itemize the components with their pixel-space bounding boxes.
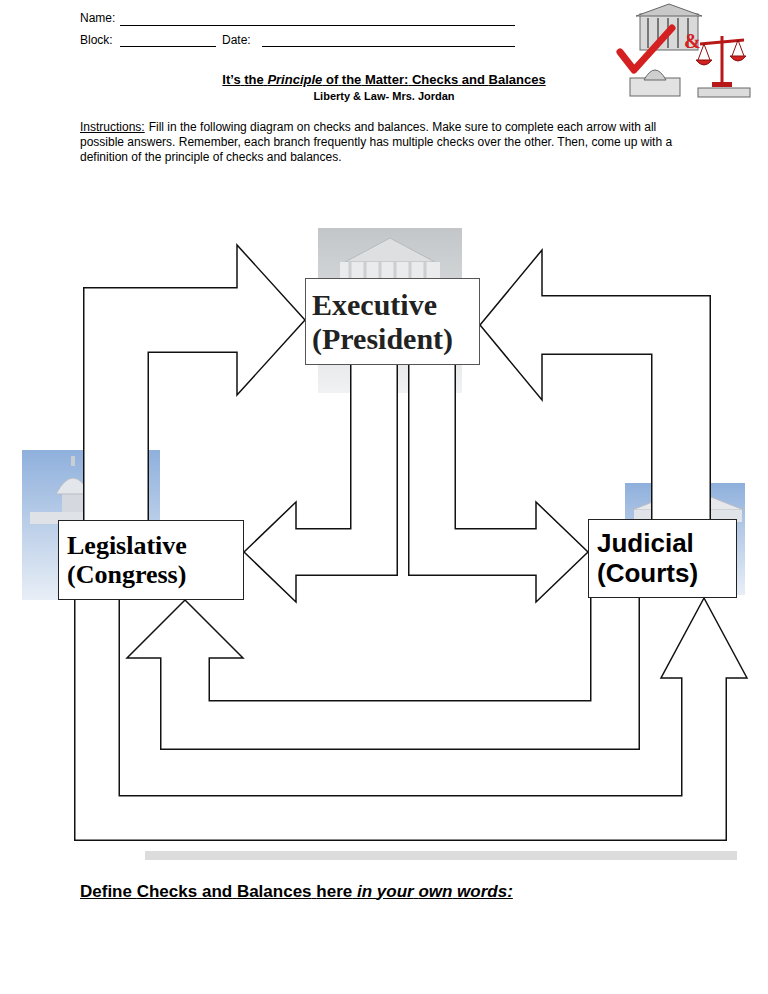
arrow-shaft-fill xyxy=(432,365,538,552)
word: Define xyxy=(80,882,132,901)
node-text-stack: Legislative (Congress) xyxy=(67,531,235,589)
hollow-arrow xyxy=(480,250,681,519)
word: the xyxy=(244,72,264,87)
fill-line xyxy=(262,46,515,47)
instructions-text: Fill in the following diagram on checks … xyxy=(80,120,672,164)
instructions-heading: Instructions: xyxy=(80,120,145,134)
word: words: xyxy=(457,882,513,901)
arrow-shaft-outline xyxy=(97,600,704,818)
word: Checks xyxy=(412,72,458,87)
node-text-stack: Judicial (Courts) xyxy=(597,529,728,587)
arrow-shaft-fill xyxy=(540,325,681,519)
word: It’s xyxy=(222,72,240,87)
word: Matter: xyxy=(365,72,408,87)
arrow-head xyxy=(237,245,305,395)
branch-box: Legislative (Congress) xyxy=(58,520,244,600)
branch-name: Legislative (Congress) xyxy=(67,531,235,589)
word: Balances xyxy=(489,72,546,87)
word: in xyxy=(357,882,372,901)
arrow-head xyxy=(536,502,588,602)
text-label: Date: xyxy=(222,33,251,47)
arrow-head xyxy=(127,600,243,658)
text-label: Liberty & Law- Mrs. Jordan xyxy=(0,90,768,102)
fill-line xyxy=(120,46,216,47)
arrow-shaft-fill xyxy=(116,320,239,520)
text-label: Name: xyxy=(80,11,115,25)
branch-name: Executive (President) xyxy=(312,288,473,355)
text-label: & xyxy=(684,30,701,53)
word: Balances xyxy=(237,882,312,901)
arrow-head xyxy=(244,502,296,602)
logo-icon xyxy=(620,4,750,97)
branch-name: Judicial (Courts) xyxy=(597,529,728,587)
arrow-shaft-outline xyxy=(185,598,615,725)
branch-box: Judicial (Courts) xyxy=(588,519,737,598)
text-label: Block: xyxy=(80,33,113,47)
instructions-block: Instructions:Fill in the following diagr… xyxy=(80,120,700,165)
hollow-arrow xyxy=(116,245,305,520)
hollow-arrow xyxy=(97,598,747,818)
arrow-shaft-fill xyxy=(185,598,615,725)
arrow-head xyxy=(661,598,747,678)
arrow-head xyxy=(480,250,542,400)
arrow-shaft-fill xyxy=(294,365,374,552)
word: the xyxy=(342,72,362,87)
fill-line xyxy=(120,25,515,26)
word: here xyxy=(316,882,352,901)
word: Checks xyxy=(137,882,197,901)
word: and xyxy=(202,882,232,901)
word: own xyxy=(418,882,452,901)
hollow-arrow xyxy=(432,365,588,602)
hollow-arrow xyxy=(127,598,615,725)
branch-box: Executive (President) xyxy=(305,278,480,365)
worksheet-title: It’s the Principle of the Matter: Checks… xyxy=(0,72,768,87)
word: your xyxy=(377,882,414,901)
grey-bar xyxy=(145,851,737,860)
node-text-stack: Executive (President) xyxy=(312,288,473,355)
arrow-shaft-fill xyxy=(97,600,704,818)
text-label: Define Checks and Balances here in your … xyxy=(80,882,513,902)
hollow-arrow xyxy=(244,365,374,602)
word: of xyxy=(326,72,338,87)
word: Principle xyxy=(267,72,322,87)
word: and xyxy=(462,72,485,87)
